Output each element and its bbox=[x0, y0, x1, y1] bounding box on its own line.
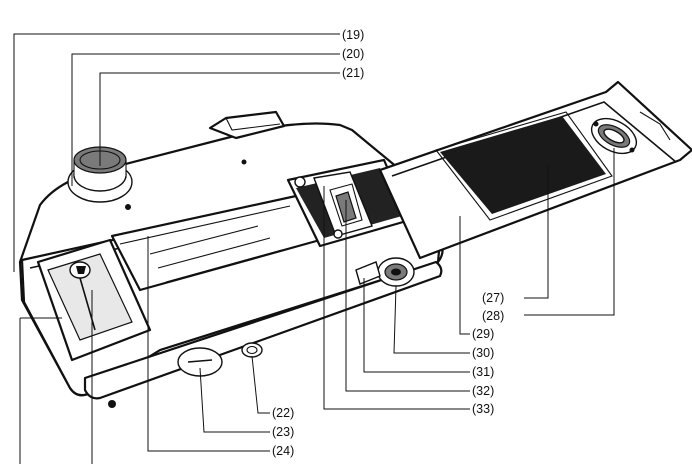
callout-23: (23) bbox=[272, 425, 294, 439]
callout-28: (28) bbox=[482, 309, 504, 323]
film-chamber bbox=[36, 158, 412, 362]
callout-33: (33) bbox=[472, 402, 494, 416]
callout-27: (27) bbox=[482, 291, 504, 305]
callout-labels: (19) (20) (21) (22) (23) (24) (27) (28) … bbox=[272, 28, 504, 458]
callout-32: (32) bbox=[472, 384, 494, 398]
callout-19: (19) bbox=[342, 28, 364, 42]
door-latch-28 bbox=[590, 117, 638, 155]
callout-20: (20) bbox=[342, 47, 364, 61]
callout-21: (21) bbox=[342, 66, 364, 80]
screw-top bbox=[241, 159, 247, 165]
sprocket-33 bbox=[294, 176, 306, 188]
bottom-screw bbox=[108, 400, 116, 408]
battery-cover-22 bbox=[241, 342, 263, 358]
callout-24: (24) bbox=[272, 444, 294, 458]
callout-22: (22) bbox=[272, 406, 294, 420]
leader-lines bbox=[13, 33, 615, 464]
callout-31: (31) bbox=[472, 365, 494, 379]
callout-29: (29) bbox=[472, 327, 494, 341]
screw-left bbox=[125, 204, 131, 210]
release-button-31 bbox=[355, 261, 381, 285]
pressure-plate-27 bbox=[440, 116, 606, 214]
callout-30: (30) bbox=[472, 346, 494, 360]
back-door bbox=[378, 80, 692, 260]
